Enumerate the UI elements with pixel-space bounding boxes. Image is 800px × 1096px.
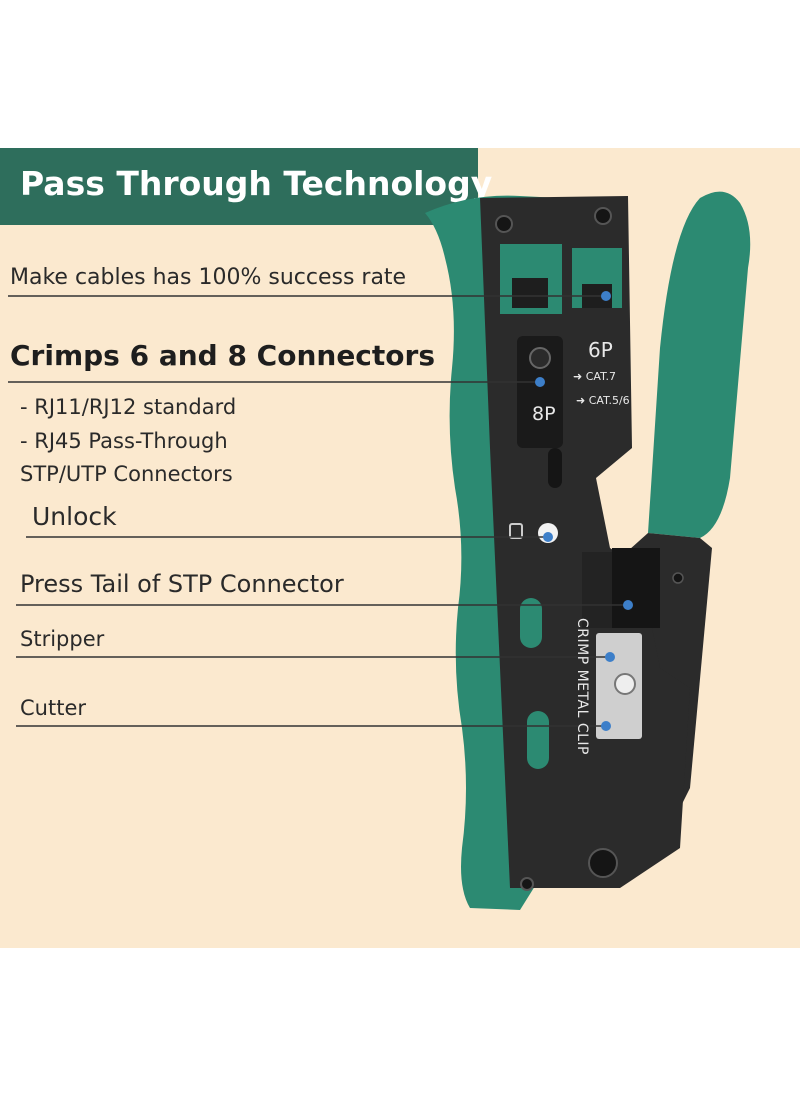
rj11-label: - RJ11/RJ12 standard [20, 395, 237, 419]
success-rate-label: Make cables has 100% success rate [10, 265, 407, 290]
press-tail-label: Press Tail of STP Connector [20, 570, 344, 598]
screw-icon [672, 572, 684, 584]
screw-icon [588, 848, 618, 878]
leader-lines [8, 295, 628, 727]
callout-dots [535, 291, 633, 731]
lock-icon [509, 523, 523, 539]
die-block [517, 336, 563, 448]
screw-icon [594, 207, 612, 225]
die-screw-icon [529, 347, 551, 369]
8p-port-inner [512, 278, 548, 308]
crimp-clip-marking: CRIMP METAL CLIP [574, 618, 590, 755]
screw-icon [495, 215, 513, 233]
cat56-marking: ➜ CAT.5/6 [576, 394, 630, 407]
banner-title: Pass Through Technology [20, 164, 493, 203]
slot [548, 448, 562, 488]
upper-handle [648, 191, 751, 539]
6p-marking: 6P [588, 338, 613, 362]
crimp-jaw [612, 548, 660, 628]
8p-marking: 8P [532, 403, 556, 425]
stripper-label: Stripper [20, 627, 105, 651]
stp-utp-label: STP/UTP Connectors [20, 462, 233, 486]
title-banner: Pass Through Technology [0, 148, 492, 225]
grip-oval [527, 711, 549, 769]
product-image: Pass Through Technology [0, 148, 800, 948]
crimps-heading: Crimps 6 and 8 Connectors [10, 339, 436, 372]
blade-screw-icon [614, 673, 636, 695]
unlock-label: Unlock [32, 502, 117, 531]
cat7-marking: ➜ CAT.7 [573, 370, 616, 383]
grip-oval [520, 598, 542, 648]
screw-icon [520, 877, 534, 891]
crimping-tool [8, 191, 751, 910]
rj45-label: - RJ45 Pass-Through [20, 429, 228, 453]
crimp-jaw-lower [582, 552, 612, 628]
cutter-label: Cutter [20, 696, 86, 720]
